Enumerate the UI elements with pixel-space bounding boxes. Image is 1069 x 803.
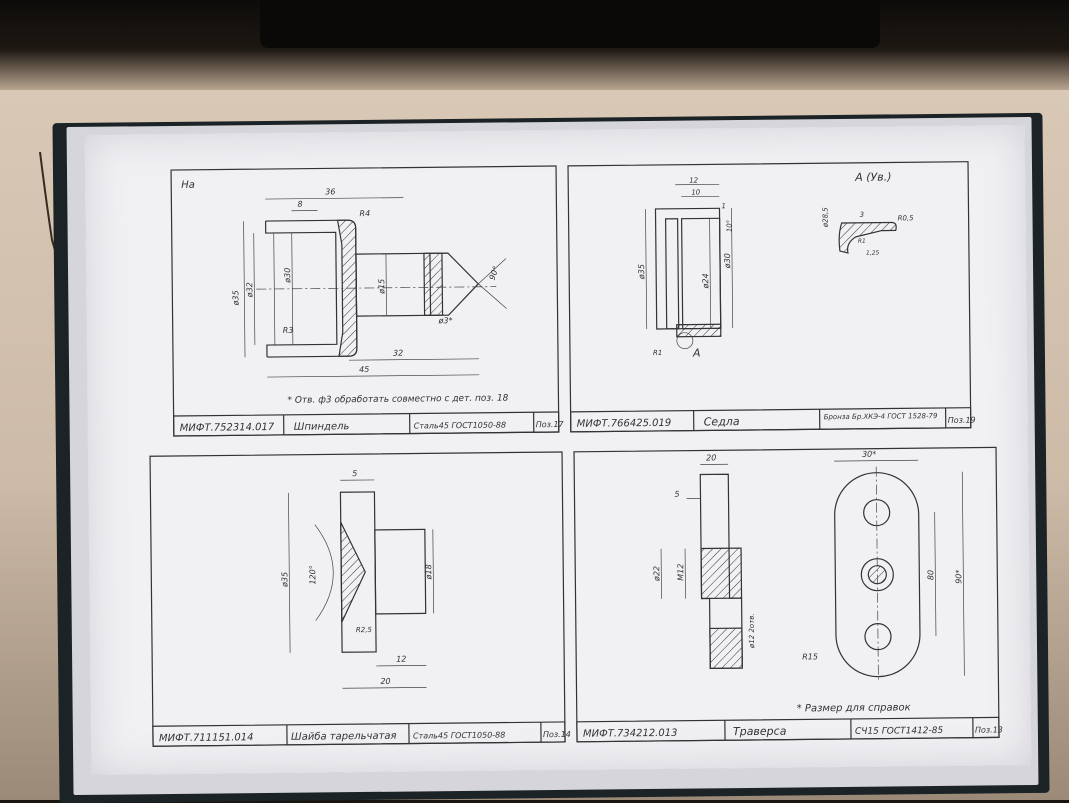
frame-q2 xyxy=(568,162,971,432)
dim: 30* xyxy=(862,450,876,459)
dim: ø35 xyxy=(637,264,646,280)
dim: 12 xyxy=(689,177,699,185)
dim: 90* xyxy=(954,570,963,584)
dim: 20 xyxy=(380,677,390,686)
dim: 5 xyxy=(352,469,357,478)
dim: ø18 xyxy=(424,564,433,580)
dim: 10° xyxy=(726,220,734,233)
dim: ø32 xyxy=(245,282,254,298)
title-code: МИФТ.734212.013 xyxy=(583,728,678,740)
title-code: МИФТ.752314.017 xyxy=(180,422,275,434)
dim: R1 xyxy=(653,349,662,357)
dim: 3 xyxy=(860,211,865,219)
title-pos: Поз.14 xyxy=(543,730,571,739)
dim: 8 xyxy=(297,200,302,209)
dim: ø22 xyxy=(652,566,661,582)
dim: 80 xyxy=(926,570,935,580)
spindle-note: * Отв. ф3 обработать совместно с дет. по… xyxy=(287,394,508,406)
dim: ø3* xyxy=(438,316,453,325)
dim: 12 xyxy=(396,655,406,664)
frame-q3 xyxy=(150,452,565,746)
technical-drawings: Ha 36 8 R4 ø35 ø32 ø30 ø15 90° R3 ø3* 32… xyxy=(85,125,1032,775)
title-material: Бронза Бр.ХКЭ-4 ГОСТ 1528-79 xyxy=(824,412,938,421)
dim: R1 xyxy=(858,238,866,245)
dim: ø15 xyxy=(377,279,386,295)
title-material: Сталь45 ГОСТ1050-88 xyxy=(414,421,506,431)
dim: ø35 xyxy=(231,290,240,306)
dim: ø30 xyxy=(723,253,732,269)
dim: 32 xyxy=(393,349,403,358)
title-code: МИФТ.711151.014 xyxy=(159,732,254,744)
dim: A xyxy=(692,347,701,360)
dim: R4 xyxy=(359,209,370,218)
drawing-cup-washer: 5 ø35 120° ø18 R2,5 12 20 МИФТ.711151.01… xyxy=(150,452,571,746)
dim: 90° xyxy=(488,265,501,281)
drawing-spindle: Ha 36 8 R4 ø35 ø32 ø30 ø15 90° R3 ø3* 32… xyxy=(171,166,565,436)
dim: 10 xyxy=(691,188,701,196)
title-name: Шайба тарельчатая xyxy=(291,730,397,743)
detail-label: A (Ув.) xyxy=(854,170,891,183)
title-code: МИФТ.766425.019 xyxy=(577,418,672,430)
dim: ø28,5 xyxy=(821,207,829,228)
dim: ø35 xyxy=(280,572,289,588)
title-pos: Поз.17 xyxy=(536,420,565,429)
title-material: СЧ15 ГОСТ1412-85 xyxy=(855,726,944,737)
dim: M12 xyxy=(676,564,685,581)
dim: 120° xyxy=(308,565,317,584)
dim: 20 xyxy=(706,453,716,462)
dim: 5 xyxy=(674,490,679,499)
dim: 1 xyxy=(721,202,726,210)
title-pos: Поз.19 xyxy=(948,416,976,425)
title-pos: Поз.13 xyxy=(975,725,1003,734)
dim: ø12 2отв. xyxy=(748,613,756,649)
corner-note: Ha xyxy=(181,180,195,191)
title-name: Седла xyxy=(704,415,740,428)
dim: ø30 xyxy=(283,268,292,284)
dim: 45 xyxy=(359,365,369,374)
dim: R2,5 xyxy=(356,626,373,634)
drawing-traverse: 20 5 ø22 M12 ø12 2отв. 30* 80 90* R15 * … xyxy=(574,447,1003,741)
title-name: Шпиндель xyxy=(294,421,350,433)
drawing-seat: A 12 10 1 10° ø35 ø24 ø30 R1 A (Ув.) ø28… xyxy=(568,162,976,432)
dim: R3 xyxy=(283,326,294,335)
dim: R0,5 xyxy=(898,214,915,222)
dim: R15 xyxy=(802,652,818,661)
title-material: Сталь45 ГОСТ1050-88 xyxy=(413,731,505,741)
dim: ø24 xyxy=(701,273,710,289)
traverse-note: * Размер для справок xyxy=(797,702,911,714)
title-name: Траверса xyxy=(733,725,787,739)
dim: 36 xyxy=(325,187,335,196)
dim: 1,25 xyxy=(866,250,880,257)
